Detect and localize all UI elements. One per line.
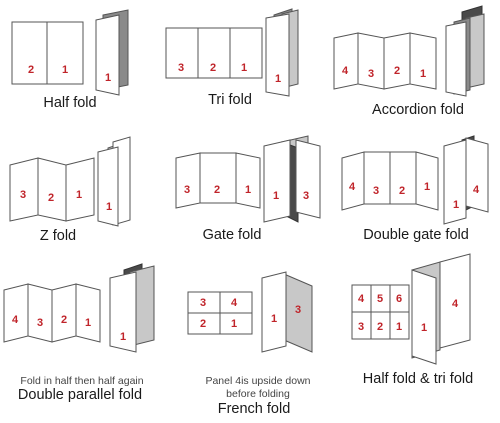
panel-number: 1 — [453, 199, 459, 211]
panel-number: 4 — [231, 297, 238, 309]
double-gate-fold-group: 4 3 2 1 1 4 Double gate fold — [341, 135, 489, 243]
tri-fold-group: 3 2 1 1 Tri fold — [165, 8, 299, 108]
panel-number: 3 — [368, 68, 374, 80]
z-fold-caption: Z fold — [40, 228, 76, 244]
half-fold-caption: Half fold — [43, 95, 96, 111]
double-parallel-fold-folded-sheet: 1 — [109, 263, 155, 353]
half-fold-flat-sheet: 2 1 — [11, 21, 84, 85]
double-parallel-fold-flat-sheet: 4 3 2 1 — [3, 283, 101, 343]
panel-number: 1 — [105, 72, 111, 84]
panel-number: 3 — [184, 184, 190, 196]
half-fold-tri-fold-flat-sheet: 4 5 6 3 2 1 — [351, 284, 410, 340]
half-fold-tri-fold-folded-sheet: 1 4 — [411, 253, 471, 365]
double-parallel-fold-note: Fold in half then half again — [20, 375, 143, 387]
panel-number: 2 — [61, 314, 67, 326]
z-fold-flat-sheet: 3 2 1 — [9, 157, 95, 222]
panel-number: 1 — [241, 62, 247, 74]
panel-number: 1 — [271, 313, 277, 325]
french-fold-note-line2: before folding — [226, 388, 290, 400]
panel-number: 1 — [424, 181, 430, 193]
half-fold-tri-fold-group: 4 5 6 3 2 1 1 4 Half fold & tri fold — [351, 253, 473, 387]
panel-number: 1 — [245, 184, 251, 196]
accordion-fold-flat-sheet: 4 3 2 1 — [333, 32, 437, 90]
panel-number: 6 — [396, 293, 402, 305]
double-gate-fold-caption: Double gate fold — [363, 227, 469, 243]
panel-number: 5 — [377, 293, 383, 305]
double-parallel-fold-group: 4 3 2 1 1 Fold in half then half again D… — [3, 263, 155, 403]
panel-number: 1 — [231, 318, 237, 330]
accordion-fold-folded-sheet — [445, 5, 485, 97]
double-gate-fold-flat-sheet: 4 3 2 1 — [341, 151, 439, 211]
panel-number: 3 — [373, 185, 379, 197]
double-parallel-fold-caption: Double parallel fold — [18, 387, 142, 403]
panel-number: 2 — [210, 62, 216, 74]
panel-number: 4 — [358, 293, 365, 305]
panel-number: 4 — [342, 65, 349, 77]
gate-fold-flat-sheet: 3 2 1 — [175, 152, 261, 209]
panel-number: 1 — [273, 190, 279, 202]
panel-number: 1 — [120, 331, 126, 343]
z-fold-folded-sheet: 1 — [97, 136, 131, 227]
panel-number: 2 — [200, 318, 206, 330]
panel-number: 1 — [76, 189, 82, 201]
panel-number: 3 — [178, 62, 184, 74]
half-fold-group: 2 1 1 Half fold — [11, 9, 129, 111]
gate-fold-caption: Gate fold — [203, 227, 262, 243]
double-gate-fold-folded-sheet: 1 4 — [443, 135, 489, 225]
panel-number: 1 — [62, 64, 68, 76]
french-fold-caption: French fold — [218, 401, 291, 417]
panel-number: 4 — [12, 314, 19, 326]
gate-fold-folded-sheet: 1 3 — [263, 135, 321, 223]
tri-fold-flat-sheet: 3 2 1 — [165, 27, 263, 79]
panel-number: 4 — [349, 181, 356, 193]
panel-number: 3 — [37, 317, 43, 329]
accordion-fold-group: 4 3 2 1 Accordion fold — [333, 5, 485, 118]
tri-fold-caption: Tri fold — [208, 92, 252, 108]
french-fold-flat-sheet: 3 4 2 1 — [187, 291, 253, 335]
panel-number: 3 — [20, 189, 26, 201]
panel-number: 1 — [396, 321, 402, 333]
french-fold-folded-sheet: 1 3 — [261, 271, 313, 353]
panel-number: 2 — [399, 185, 405, 197]
panel-number: 1 — [420, 68, 426, 80]
panel-number: 2 — [214, 184, 220, 196]
panel-number: 2 — [28, 64, 34, 76]
z-fold-group: 3 2 1 1 Z fold — [9, 136, 131, 244]
panel-number: 3 — [200, 297, 206, 309]
french-fold-note-line1: Panel 4is upside down — [205, 375, 310, 387]
panel-number: 1 — [106, 201, 112, 213]
french-fold-group: 3 4 2 1 1 3 Panel 4is upside down before… — [187, 271, 313, 417]
panel-number: 2 — [377, 321, 383, 333]
tri-fold-folded-sheet: 1 — [265, 8, 299, 97]
half-fold-folded-sheet: 1 — [95, 9, 129, 96]
panel-number: 2 — [48, 192, 54, 204]
panel-number: 1 — [421, 322, 427, 334]
panel-number: 2 — [394, 65, 400, 77]
accordion-fold-caption: Accordion fold — [372, 102, 464, 118]
panel-number: 1 — [275, 73, 281, 85]
gate-fold-group: 3 2 1 1 3 Gate fold — [175, 135, 321, 243]
panel-number: 3 — [358, 321, 364, 333]
panel-number: 4 — [473, 184, 480, 196]
panel-number: 1 — [85, 317, 91, 329]
panel-number: 3 — [295, 304, 301, 316]
half-fold-tri-fold-caption: Half fold & tri fold — [363, 371, 473, 387]
panel-number: 3 — [303, 190, 309, 202]
panel-number: 4 — [452, 298, 459, 310]
